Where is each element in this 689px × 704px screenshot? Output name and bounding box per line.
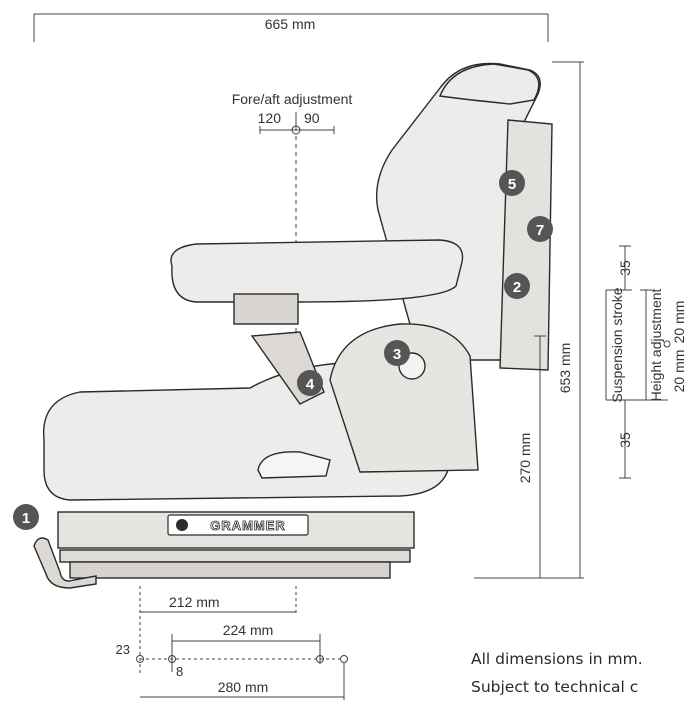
fore-aft-forward-value: 120	[258, 110, 282, 126]
fore-aft-label: Fore/aft adjustment	[232, 91, 353, 107]
callout-3: 3	[384, 340, 410, 366]
suspension-top-value: 35	[617, 260, 633, 276]
suspension-stroke-label: Suspension stroke	[609, 287, 625, 402]
suspension-dimension	[605, 245, 671, 479]
rear-frame	[499, 119, 553, 371]
overall-height-label: 653 mm	[557, 343, 573, 394]
seat-handle	[257, 451, 331, 479]
callout-2: 2	[504, 273, 530, 299]
callout-7: 7	[527, 216, 553, 242]
seat-illustration	[33, 62, 553, 589]
brand-logo-icon	[176, 519, 188, 531]
brand-plate	[167, 514, 309, 536]
armrest	[170, 239, 464, 303]
fore-aft-back-value: 90	[304, 110, 320, 126]
rail	[69, 561, 391, 579]
callout-5-label: 5	[508, 176, 516, 193]
brand-name: GRAMMER	[210, 518, 286, 533]
rail-280-label: 280 mm	[218, 679, 269, 695]
rail-23-label: 23	[116, 642, 130, 657]
headrest	[439, 63, 540, 105]
note-technical-changes: Subject to technical c	[471, 678, 639, 696]
callout-3-label: 3	[393, 346, 401, 363]
height-adjustment-down-value: 20 mm	[671, 350, 687, 393]
callout-1-label: 1	[22, 510, 30, 527]
front-lever	[33, 537, 97, 589]
callout-7-label: 7	[536, 222, 544, 239]
seat-height-dimension	[534, 335, 546, 578]
overall-width-dimension	[33, 13, 549, 42]
callout-4: 4	[297, 370, 323, 396]
height-adjustment-label: Height adjustment	[648, 288, 664, 401]
suspension-bottom-value: 35	[617, 432, 633, 448]
seat-height-label: 270 mm	[517, 433, 533, 484]
callout-4-label: 4	[306, 376, 315, 393]
rail-212-label: 212 mm	[169, 594, 220, 610]
overall-width-label: 665 mm	[265, 16, 316, 32]
callout-1: 1	[13, 504, 39, 530]
callout-5: 5	[499, 170, 525, 196]
overall-height-dimension	[474, 61, 584, 579]
rail-224-label: 224 mm	[223, 622, 274, 638]
note-dimensions: All dimensions in mm.	[471, 650, 643, 668]
height-adjustment-up-value: 20 mm	[671, 301, 687, 344]
rail-dimensions	[136, 586, 348, 700]
base-plate	[59, 549, 411, 563]
side-cover	[329, 323, 479, 473]
rail-8-label: 8	[176, 664, 183, 679]
callout-2-label: 2	[513, 279, 521, 296]
armrest-bracket	[233, 293, 299, 325]
